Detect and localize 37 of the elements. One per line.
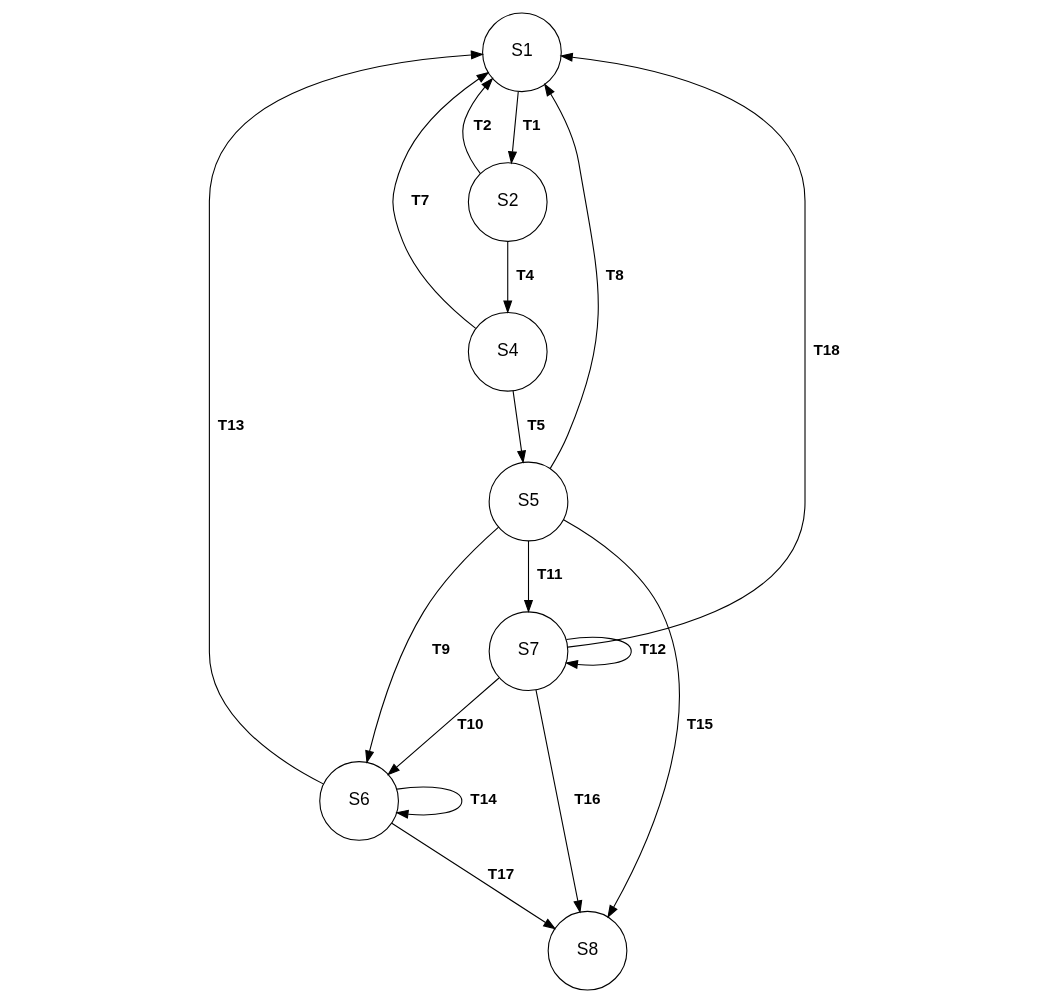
arrow — [503, 240, 513, 314]
arrow — [391, 822, 557, 930]
node-circle: S5 — [488, 461, 569, 542]
edge-label: T18 — [813, 340, 840, 358]
arrow — [559, 52, 806, 648]
edge-label: T16 — [574, 789, 601, 807]
arrow — [507, 91, 519, 165]
edge-label: T13 — [217, 415, 245, 433]
arrow — [395, 786, 463, 819]
node-circle: S7 — [488, 611, 569, 692]
edge-label: T5 — [527, 415, 546, 433]
arrow — [563, 519, 680, 919]
arrow — [523, 540, 534, 614]
arrow — [208, 50, 484, 785]
node-circle: S8 — [547, 910, 628, 991]
edge-label: T15 — [686, 715, 714, 733]
arrow — [462, 77, 494, 175]
arrow — [535, 689, 583, 914]
arrow — [564, 636, 632, 670]
node-circle: S2 — [467, 162, 548, 242]
edge-label: T2 — [473, 116, 492, 134]
edge-label: T7 — [411, 190, 430, 208]
edge-label: T1 — [522, 116, 541, 134]
edge-label: T4 — [516, 265, 535, 283]
edge-label: T12 — [639, 640, 667, 658]
arrow — [543, 83, 599, 469]
edge-label: T11 — [536, 565, 563, 583]
edge-label: T17 — [487, 864, 515, 882]
arrow — [387, 677, 500, 776]
edge-label: T9 — [432, 640, 450, 658]
arrow — [512, 390, 527, 464]
edge-label: T8 — [605, 265, 624, 283]
arrow — [392, 71, 490, 329]
arrow — [365, 526, 500, 764]
node-circle: S4 — [467, 311, 548, 392]
edge-label: T14 — [470, 789, 497, 807]
edge-label: T10 — [457, 715, 484, 733]
